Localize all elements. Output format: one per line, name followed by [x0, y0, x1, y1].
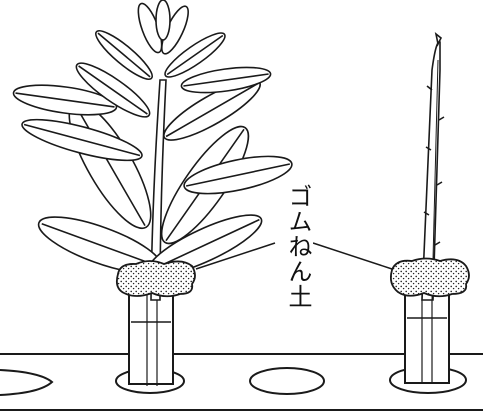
tube-left [129, 292, 173, 386]
clay-right [391, 259, 469, 297]
leafy-plant [12, 0, 295, 300]
clay-left [117, 261, 195, 296]
clay-label: ゴムねん土 [283, 184, 313, 309]
leaf [156, 0, 170, 40]
tube-right [405, 287, 449, 384]
hole-left-edge [0, 370, 52, 395]
hole-center [250, 368, 324, 394]
